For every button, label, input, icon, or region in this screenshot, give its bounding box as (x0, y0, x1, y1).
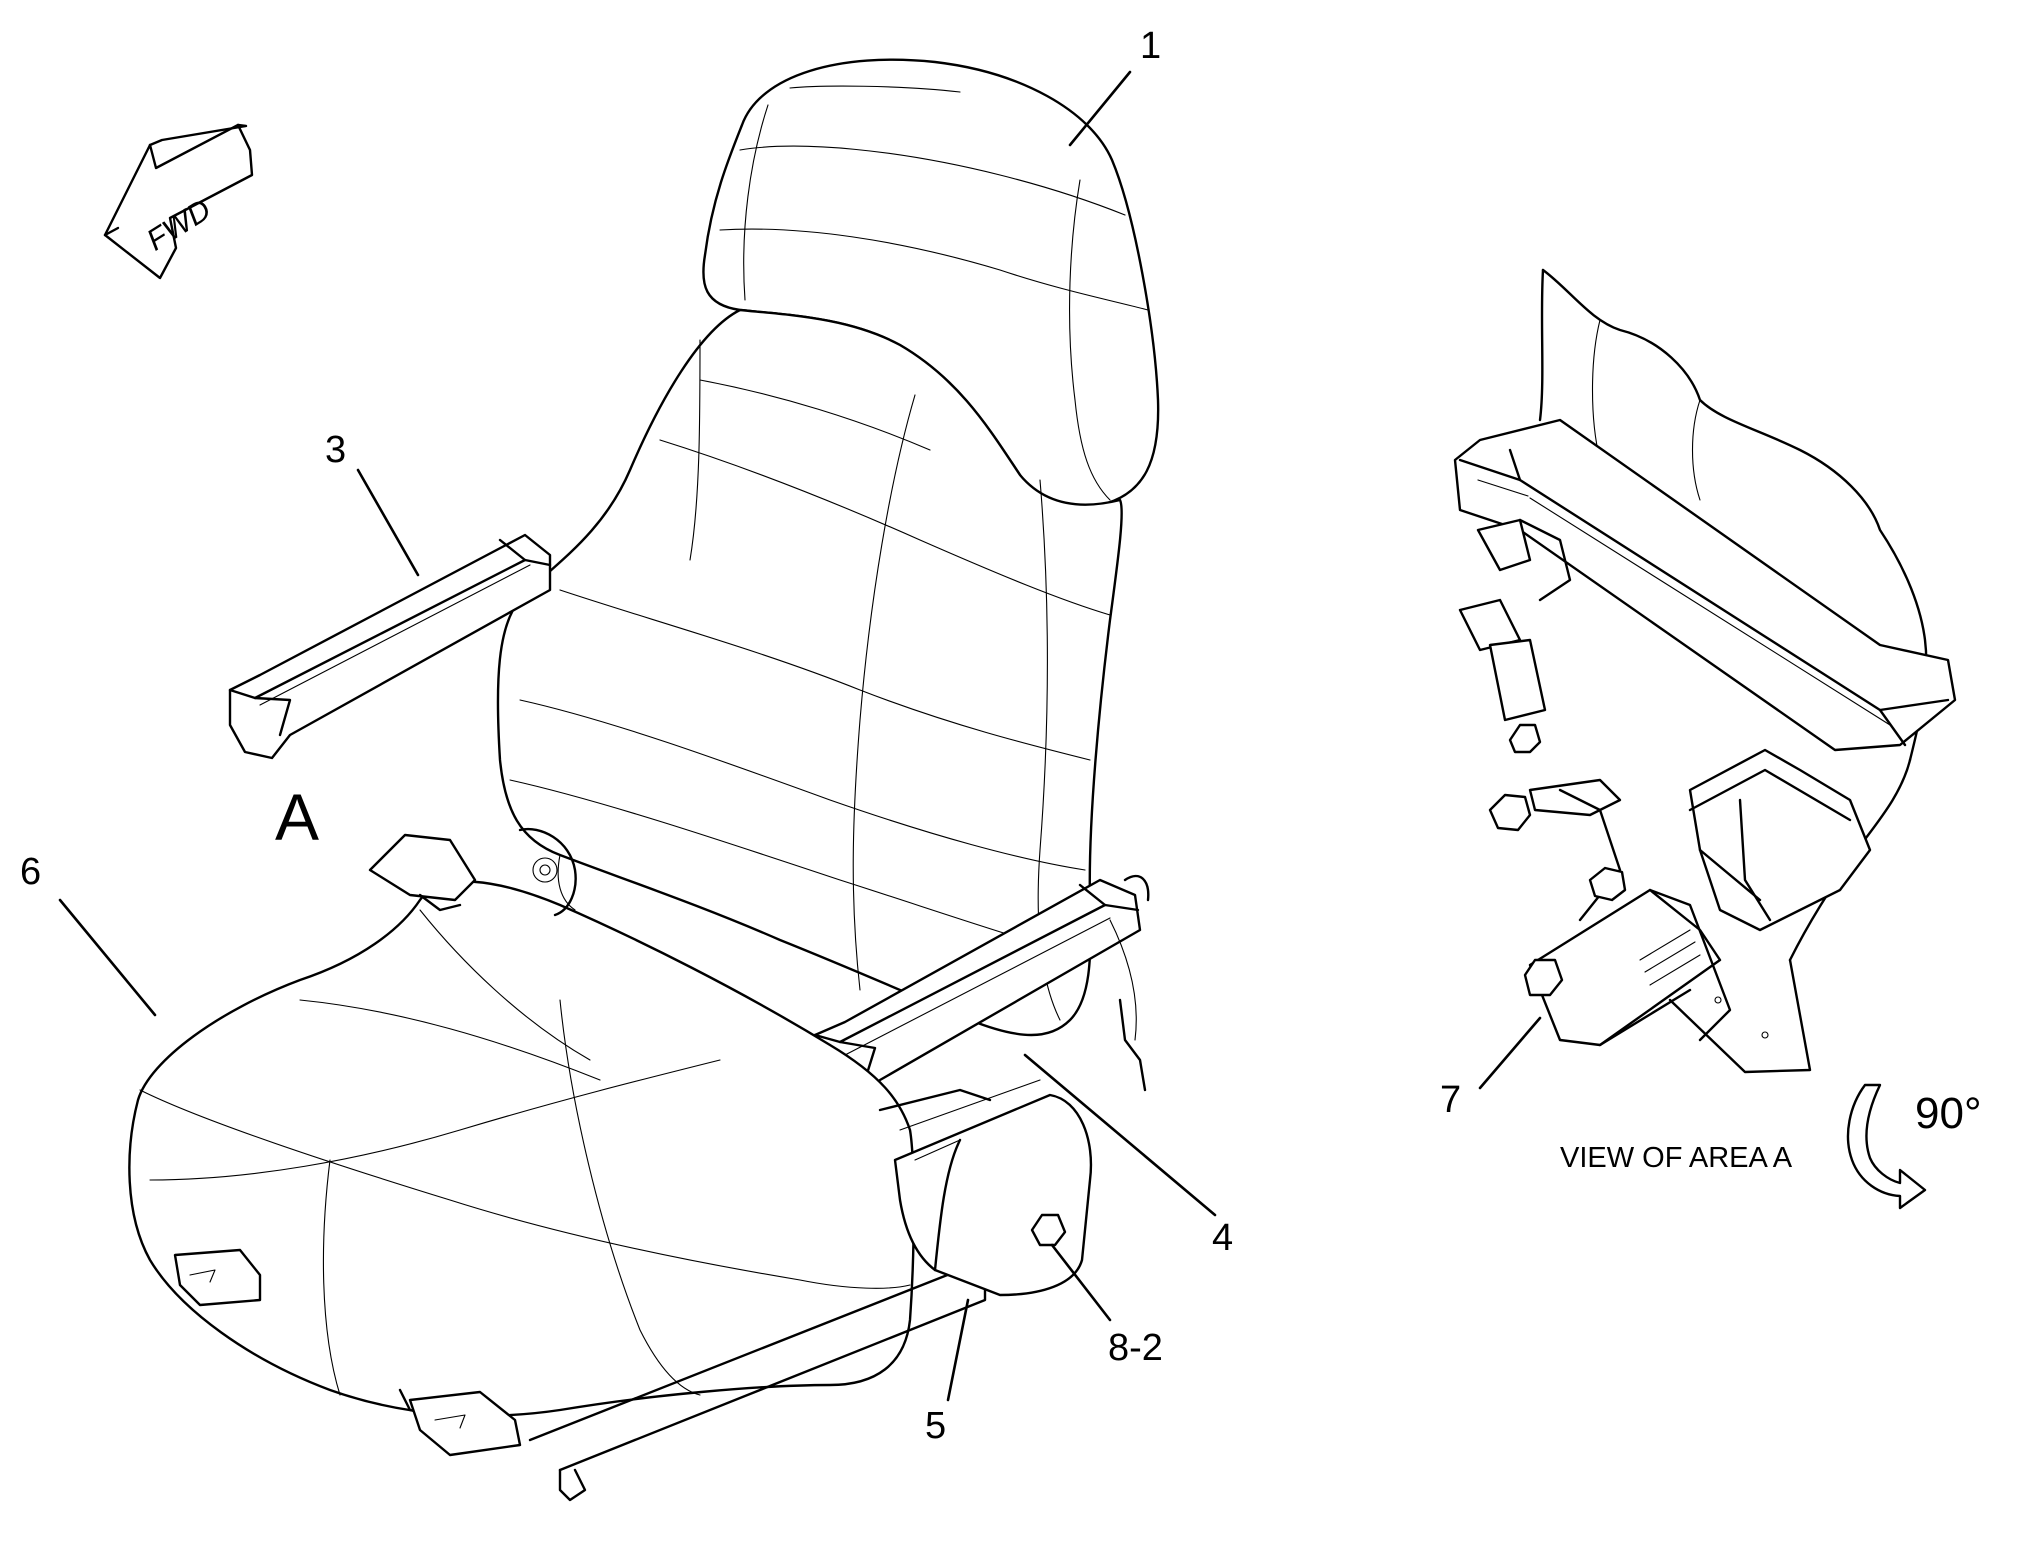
seat-main-view: A (128, 58, 1160, 1502)
callout-6: 6 (20, 851, 41, 893)
leader-lines (58, 70, 1542, 1402)
callout-3: 3 (325, 429, 346, 471)
fwd-arrow-icon: FWD (103, 123, 254, 280)
callout-8-2: 8-2 (1108, 1327, 1163, 1369)
callout-7: 7 (1440, 1079, 1461, 1121)
area-label: A (275, 780, 319, 854)
area-a-detail-view: 90° VIEW OF AREA A (1453, 268, 1982, 1210)
callout-5: 5 (925, 1405, 946, 1447)
callout-1: 1 (1140, 25, 1161, 67)
rotate-arrow-icon (1846, 1083, 1927, 1210)
callout-4: 4 (1212, 1217, 1233, 1259)
hinge-bracket (368, 827, 577, 917)
left-armrest (228, 533, 552, 760)
view-label: VIEW OF AREA A (1560, 1142, 1793, 1174)
seat-rail (173, 1248, 987, 1502)
backrest (496, 308, 1123, 1037)
hex-nut-icon (1030, 1213, 1067, 1247)
callouts: 1 3 4 5 6 7 8-2 (20, 25, 1461, 1447)
right-armrest (813, 874, 1150, 1102)
rotation-label: 90° (1915, 1089, 1982, 1138)
side-bracket (878, 1079, 1093, 1297)
